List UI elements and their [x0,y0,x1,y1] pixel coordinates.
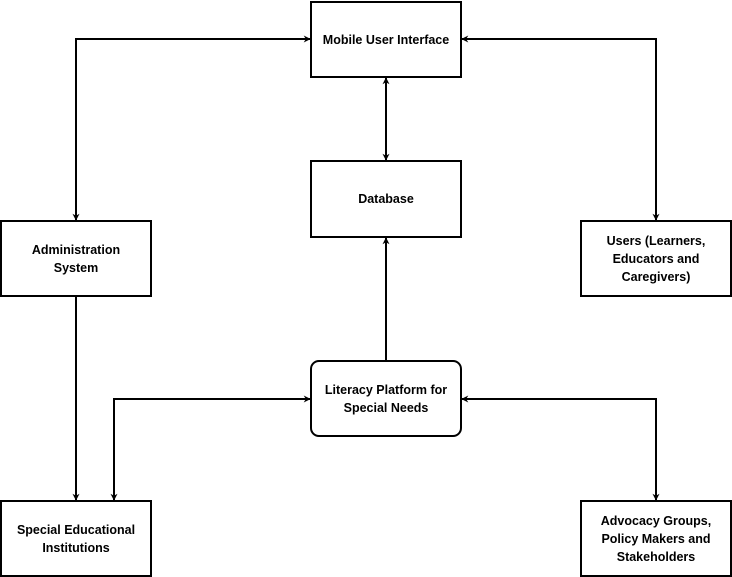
edge-mobile-admin [72,35,311,221]
node-administration-system: Administration System [0,220,152,297]
node-database: Database [310,160,462,238]
node-mobile-user-interface: Mobile User Interface [310,1,462,78]
edge-platform-advocacy [461,395,660,501]
node-label: Administration System [31,242,121,275]
node-users: Users (Learners, Educators and Caregiver… [580,220,732,297]
node-label: Advocacy Groups, Policy Makers and Stake… [600,513,712,564]
node-advocacy-groups: Advocacy Groups, Policy Makers and Stake… [580,500,732,577]
node-literacy-platform: Literacy Platform for Special Needs [310,360,462,437]
node-special-educational-institutions: Special Educational Institutions [0,500,152,577]
edge-mobile-users [461,35,660,221]
edge-platform-institutions [110,395,311,501]
node-label: Database [358,192,414,206]
node-label: Special Educational Institutions [16,522,136,555]
node-label: Mobile User Interface [322,32,450,47]
node-label: Literacy Platform for Special Needs [324,382,448,415]
node-label: Users (Learners, Educators and Caregiver… [606,233,706,284]
